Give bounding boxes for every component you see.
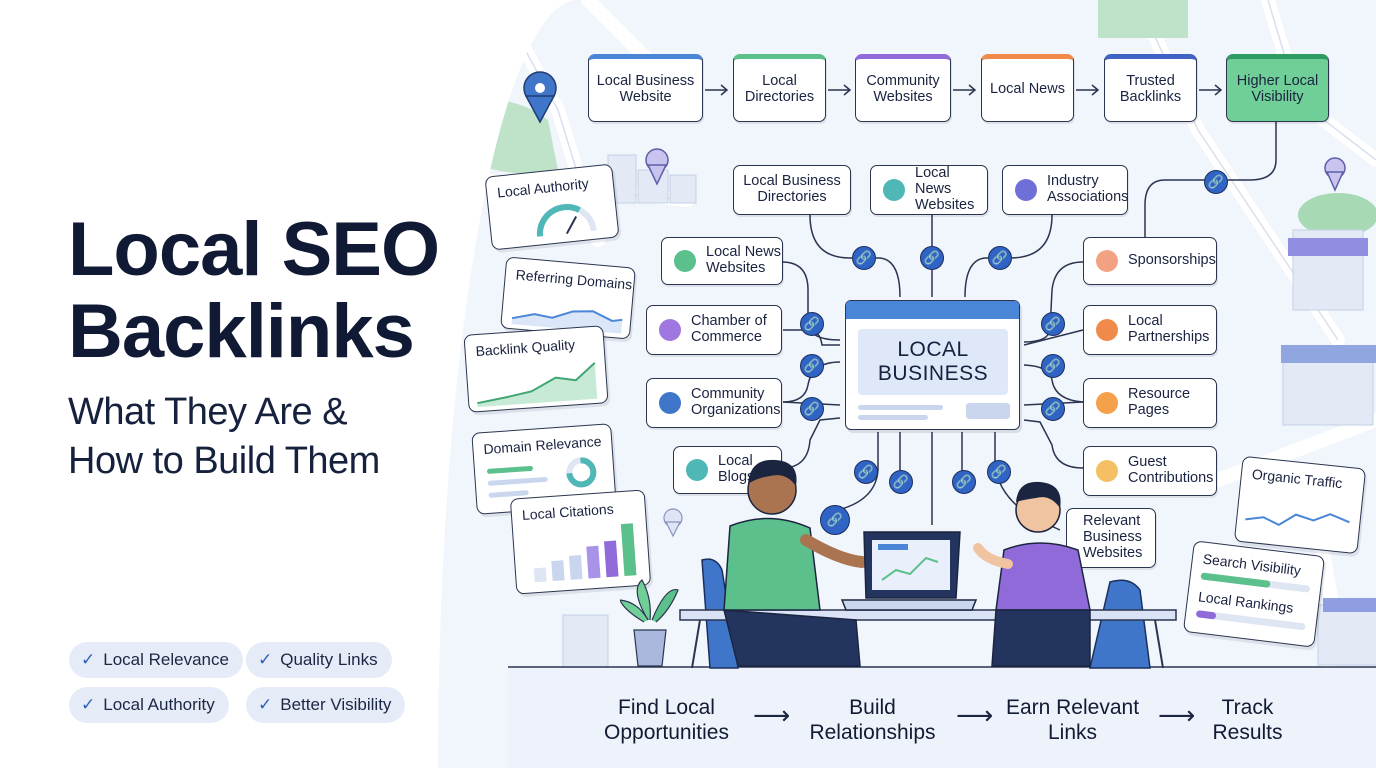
link-icon: 🔗	[820, 505, 850, 535]
subtitle-line1: What They Are &	[68, 391, 348, 433]
source-community-organizations: Community Organizations	[646, 378, 782, 428]
link-icon: 🔗	[800, 312, 824, 336]
organic-traffic-card: Organic Traffic	[1233, 455, 1367, 555]
link-icon: 🔗	[800, 397, 824, 421]
local-citations-chart	[533, 523, 637, 583]
gauge-icon	[536, 203, 597, 237]
benefit-pill: ✓Local Authority	[69, 687, 229, 723]
link-icon: 🔗	[952, 470, 976, 494]
link-icon: 🔗	[1041, 354, 1065, 378]
hero-panel: Local SEO Backlinks What They Are & How …	[0, 0, 470, 768]
source-local-news-websites-left: Local News Websites	[661, 237, 783, 285]
backlink-quality-chart	[477, 362, 598, 408]
domain-relevance-card: Domain Relevance	[471, 423, 617, 515]
local-citations-card: Local Citations	[509, 489, 652, 595]
flow-step-local-business-website: Local Business Website	[588, 54, 703, 122]
green-dot-icon	[674, 250, 696, 272]
purple-dot-icon	[659, 319, 681, 341]
source-relevant-business-websites: Relevant Business Websites	[1066, 508, 1156, 568]
peach-dot-icon	[1096, 250, 1118, 272]
link-icon: 🔗	[1204, 170, 1228, 194]
teal-dot-icon	[686, 459, 708, 481]
source-local-news-websites: Local News Websites	[870, 165, 988, 215]
flow-step-community-websites: Community Websites	[855, 54, 951, 122]
link-icon: 🔗	[889, 470, 913, 494]
step-build-relationships: Build Relationships	[809, 696, 936, 744]
local-business-browser: LOCAL BUSINESS	[845, 300, 1020, 430]
local-authority-card: Local Authority	[484, 163, 620, 251]
link-icon: 🔗	[852, 246, 876, 270]
link-icon: 🔗	[987, 460, 1011, 484]
flow-step-local-directories: Local Directories	[733, 54, 826, 122]
flow-step-local-news: Local News	[981, 54, 1074, 122]
arrow-right-icon: ⟶	[956, 700, 994, 730]
check-icon: ✓	[258, 695, 273, 714]
source-resource-pages: Resource Pages	[1083, 378, 1217, 428]
purple-dot-icon	[1015, 179, 1037, 201]
source-chamber-of-commerce: Chamber of Commerce	[646, 305, 782, 355]
team-illustration	[620, 459, 1177, 669]
link-icon: 🔗	[854, 460, 878, 484]
source-guest-contributions: Guest Contributions	[1083, 446, 1217, 496]
map-background	[463, 0, 1376, 768]
source-local-business-directories: Local Business Directories	[733, 165, 851, 215]
check-icon: ✓	[258, 650, 273, 669]
local-business-label: LOCAL BUSINESS	[858, 329, 1008, 395]
source-local-partnerships: Local Partnerships	[1083, 305, 1217, 355]
subtitle-line2: How to Build Them	[68, 440, 380, 482]
check-icon: ✓	[81, 650, 96, 669]
arrow-right-icon: ⟶	[753, 700, 791, 730]
browser-title-bar	[846, 301, 1019, 319]
organic-traffic-chart	[1245, 513, 1350, 527]
source-industry-associations: Industry Associations	[1002, 165, 1128, 215]
backlink-quality-card: Backlink Quality	[463, 325, 609, 413]
link-icon: 🔗	[920, 246, 944, 270]
teal-dot-icon	[883, 179, 905, 201]
step-find-local-opportunities: Find Local Opportunities	[604, 696, 729, 744]
donut-chart-icon	[566, 457, 597, 488]
page-title-line2: Backlinks	[68, 289, 415, 374]
benefit-pill: ✓Local Relevance	[69, 642, 243, 678]
link-icon: 🔗	[1041, 397, 1065, 421]
link-icon: 🔗	[800, 354, 824, 378]
orange-dot-icon	[1096, 319, 1118, 341]
source-sponsorships: Sponsorships	[1083, 237, 1217, 285]
blue-dot-icon	[659, 392, 681, 414]
step-track-results: Track Results	[1212, 696, 1283, 744]
benefit-pill: ✓Quality Links	[246, 642, 392, 678]
step-earn-relevant-links: Earn Relevant Links	[1005, 696, 1140, 744]
orange-dot-icon	[1096, 392, 1118, 414]
yellow-dot-icon	[1096, 460, 1118, 482]
page-title-line1: Local SEO	[68, 207, 440, 292]
search-visibility-card: Search Visibility Local Rankings	[1182, 540, 1326, 648]
link-icon: 🔗	[988, 246, 1012, 270]
check-icon: ✓	[81, 695, 96, 714]
flow-step-trusted-backlinks: Trusted Backlinks	[1104, 54, 1197, 122]
benefit-pill: ✓Better Visibility	[246, 687, 406, 723]
link-icon: 🔗	[1041, 312, 1065, 336]
arrow-right-icon: ⟶	[1158, 700, 1196, 730]
flow-step-higher-local-visibility: Higher Local Visibility	[1226, 54, 1329, 122]
